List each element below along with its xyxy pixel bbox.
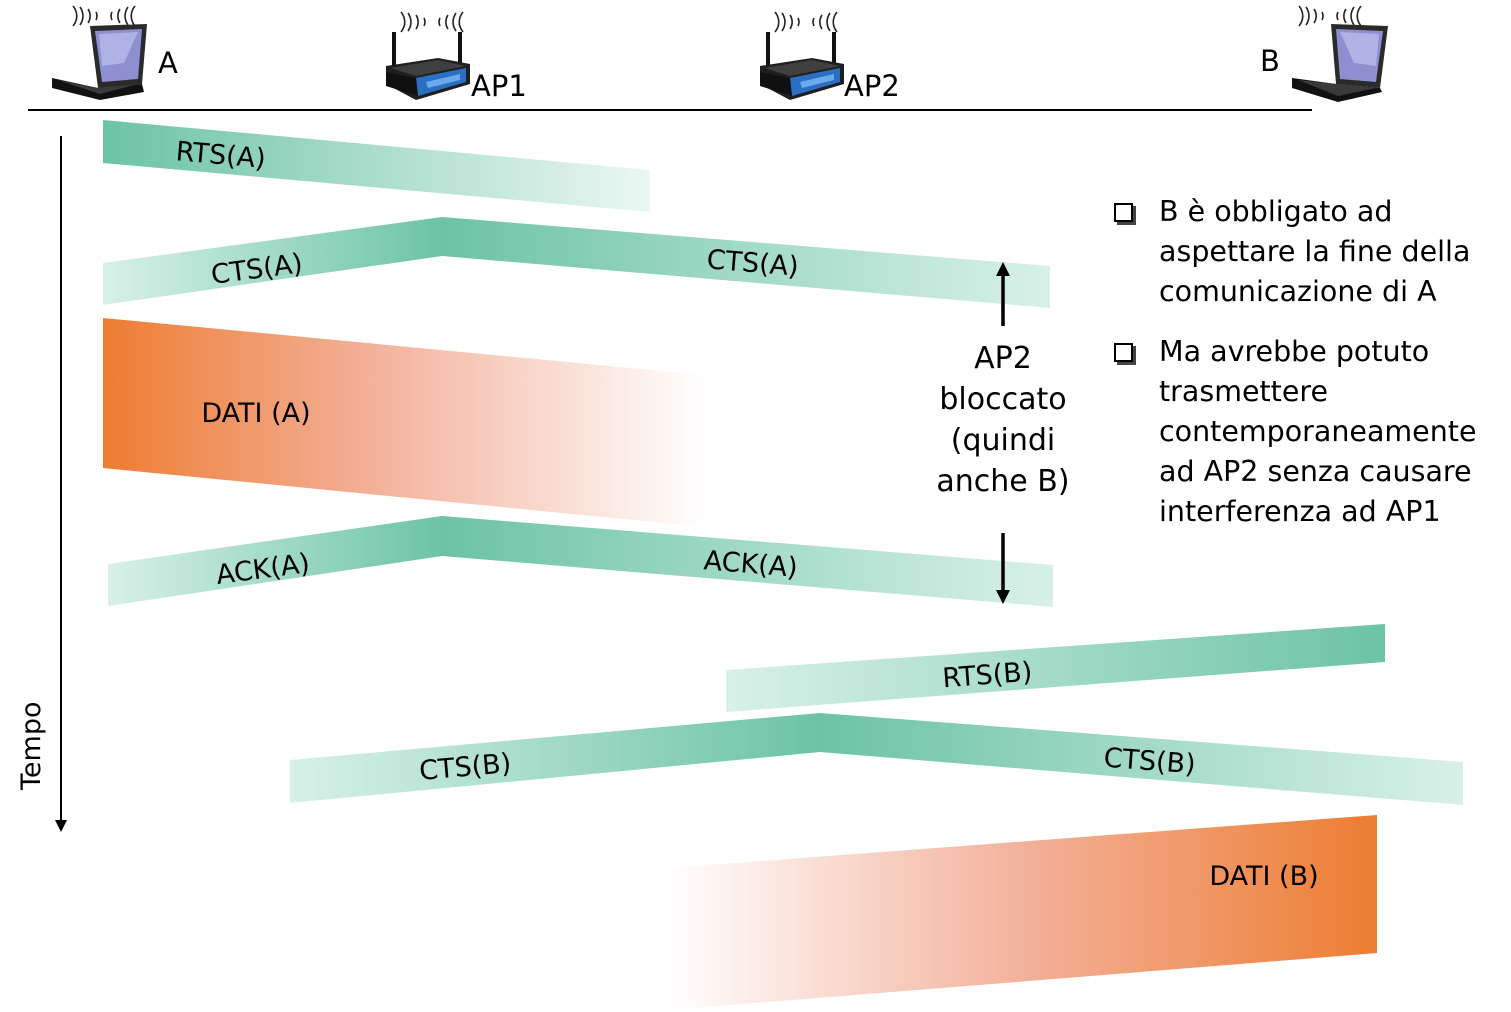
- node-label-a: A: [158, 46, 178, 80]
- frame-label-cts-b-right: CTS(B): [1103, 743, 1197, 781]
- frame-label-ack-a-right: ACK(A): [703, 545, 799, 583]
- wifi-router-icon: [760, 11, 844, 100]
- ap2-blocked-note: AP2 bloccato (quindi anche B): [928, 338, 1078, 502]
- frame-rts-a: [103, 120, 650, 212]
- bullet-text: Ma avrebbe potuto trasmettere contempora…: [1159, 335, 1477, 528]
- node-label-ap2: AP2: [844, 69, 900, 103]
- frame-label-dati-b: DATI (B): [1209, 861, 1318, 892]
- frame-cts-a-right: [442, 217, 1050, 308]
- frame-cts-b-left: [290, 713, 820, 803]
- frame-ack-a-right: [442, 516, 1053, 607]
- frame-ack-a-left: [108, 516, 442, 606]
- checkbox-bullet-icon: [1114, 343, 1133, 362]
- bullet-item: Ma avrebbe potuto trasmettere contempora…: [1112, 332, 1504, 532]
- node-label-b: B: [1260, 44, 1280, 78]
- node-label-ap1: AP1: [471, 69, 527, 103]
- frame-cts-b-right: [820, 713, 1463, 805]
- frame-label-rts-b: RTS(B): [941, 657, 1033, 695]
- laptop-icon: [52, 5, 147, 100]
- frame-label-dati-a: DATI (A): [201, 398, 310, 429]
- wifi-router-icon: [386, 11, 470, 100]
- ap2-blocked-note-line: AP2: [974, 341, 1032, 376]
- checkbox-bullet-icon: [1114, 203, 1133, 222]
- frame-dati-b: [668, 815, 1377, 1010]
- bullet-notes: B è obbligato ad aspettare la fine della…: [1112, 192, 1504, 552]
- blocked-arrow-up-head: [996, 262, 1010, 276]
- ap2-blocked-note-line: bloccato: [939, 382, 1067, 417]
- frame-label-cts-a-right: CTS(A): [706, 244, 800, 282]
- bullet-item: B è obbligato ad aspettare la fine della…: [1112, 192, 1504, 312]
- frame-dati-a: [103, 318, 705, 527]
- frame-cts-a-left: [103, 217, 442, 305]
- frame-rts-b: [726, 624, 1385, 712]
- ap2-blocked-note-line: (quindi: [950, 423, 1056, 458]
- bullet-text: B è obbligato ad aspettare la fine della…: [1159, 195, 1471, 308]
- blocked-arrow-down-head: [996, 590, 1010, 604]
- ap2-blocked-note-line: anche B): [936, 464, 1070, 499]
- time-axis-label: Tempo: [16, 701, 47, 790]
- laptop-icon: [1292, 5, 1388, 102]
- time-axis-arrowhead: [55, 820, 67, 832]
